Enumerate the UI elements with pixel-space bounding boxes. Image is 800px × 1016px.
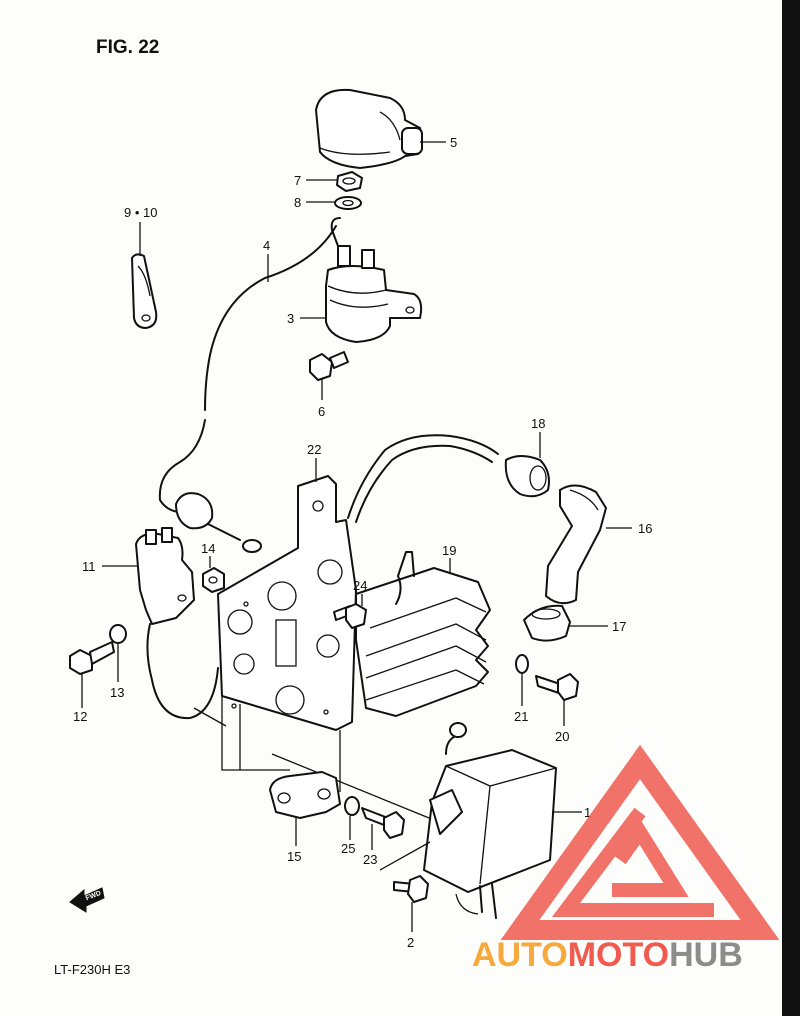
leader-lines (81, 141, 632, 932)
part-1-cdi-unit (423, 722, 557, 919)
callout-18: 18 (531, 416, 545, 431)
part-19-regulator (355, 551, 491, 717)
callout-13: 13 (110, 685, 124, 700)
callout-11: 11 (82, 559, 96, 574)
part-4-cable (204, 225, 337, 411)
callout-8: 8 (294, 195, 301, 210)
callout-16: 16 (638, 521, 652, 536)
cable-boot (175, 492, 262, 553)
callout-17: 17 (612, 619, 626, 634)
callout-6: 6 (318, 404, 325, 419)
fwd-arrow-icon: FWD (69, 887, 105, 913)
logo-word-auto: AUTOMOTOHUB (472, 936, 743, 974)
automotohub-logo (500, 744, 780, 940)
part-18-grommet (504, 455, 550, 498)
part-13-washer (109, 624, 127, 644)
callout-14: 14 (201, 541, 215, 556)
callout-labels: 5 7 8 9 • 10 4 3 6 22 18 16 17 11 14 19 … (73, 135, 652, 950)
part-3-starter-relay (325, 217, 423, 343)
callout-23: 23 (363, 852, 377, 867)
part-21-washer (515, 654, 529, 674)
callout-2: 2 (407, 935, 414, 950)
callout-3: 3 (287, 311, 294, 326)
callout-20: 20 (555, 729, 569, 744)
part-6-bolt (309, 351, 349, 381)
part-12-bolt (69, 641, 115, 675)
callout-21: 21 (514, 709, 528, 724)
part-15-bracket (269, 771, 341, 819)
callout-1: 1 (584, 805, 591, 820)
part-2-screw (393, 875, 429, 903)
part-8-washer (334, 196, 362, 210)
part-5-terminal-boot (315, 88, 423, 169)
figure-title: FIG. 22 (96, 37, 159, 58)
callout-5: 5 (450, 135, 457, 150)
part-23-bolt (361, 807, 405, 839)
callout-9-10: 9 • 10 (124, 205, 157, 220)
callout-7: 7 (294, 173, 301, 188)
part-22-mounting-plate (217, 475, 357, 731)
callout-22: 22 (307, 442, 321, 457)
part-17-cap (523, 604, 571, 642)
part-7-nut (336, 171, 363, 192)
part-14-nut (202, 567, 225, 593)
callout-25: 25 (341, 841, 355, 856)
callout-15: 15 (287, 849, 301, 864)
part-11-ignition-coil (135, 527, 219, 720)
part-24-bolt (333, 603, 367, 629)
model-code: LT-F230H E3 (54, 962, 130, 977)
callout-12: 12 (73, 709, 87, 724)
callout-19: 19 (442, 543, 456, 558)
scan-border (782, 0, 800, 1016)
breather-hose (347, 434, 499, 519)
part-25-washer (344, 796, 360, 816)
callout-4: 4 (263, 238, 270, 253)
part-16-hose (545, 484, 607, 605)
part-20-bolt (535, 673, 579, 701)
callout-24: 24 (353, 578, 367, 593)
part-9-10-bracket (131, 253, 158, 329)
